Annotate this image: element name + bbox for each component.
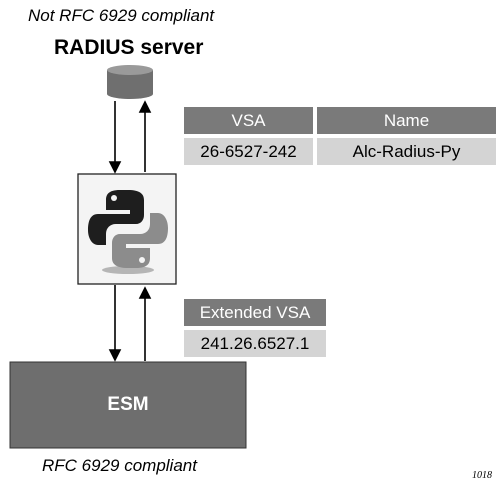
vsa-value: 26-6527-242	[184, 138, 313, 165]
arrow-down-server-to-python	[108, 101, 122, 174]
radius-server-label: RADIUS server	[54, 36, 204, 59]
vsa-header: VSA	[184, 107, 313, 134]
arrow-down-python-to-esm	[108, 285, 122, 362]
python-logo-icon	[88, 190, 168, 274]
esm-box	[9, 361, 247, 449]
name-value: Alc-Radius-Py	[317, 138, 496, 165]
top-note: Not RFC 6929 compliant	[28, 6, 215, 25]
extended-vsa-value: 241.26.6527.1	[184, 330, 326, 357]
database-icon	[107, 65, 153, 99]
esm-label: ESM	[107, 394, 149, 415]
figure-id: 1018	[472, 470, 492, 481]
extended-vsa-header: Extended VSA	[184, 299, 326, 326]
name-header: Name	[317, 107, 496, 134]
arrow-up-python-to-server	[138, 100, 152, 172]
arrow-up-esm-to-python	[138, 286, 152, 361]
bottom-note: RFC 6929 compliant	[42, 456, 197, 475]
